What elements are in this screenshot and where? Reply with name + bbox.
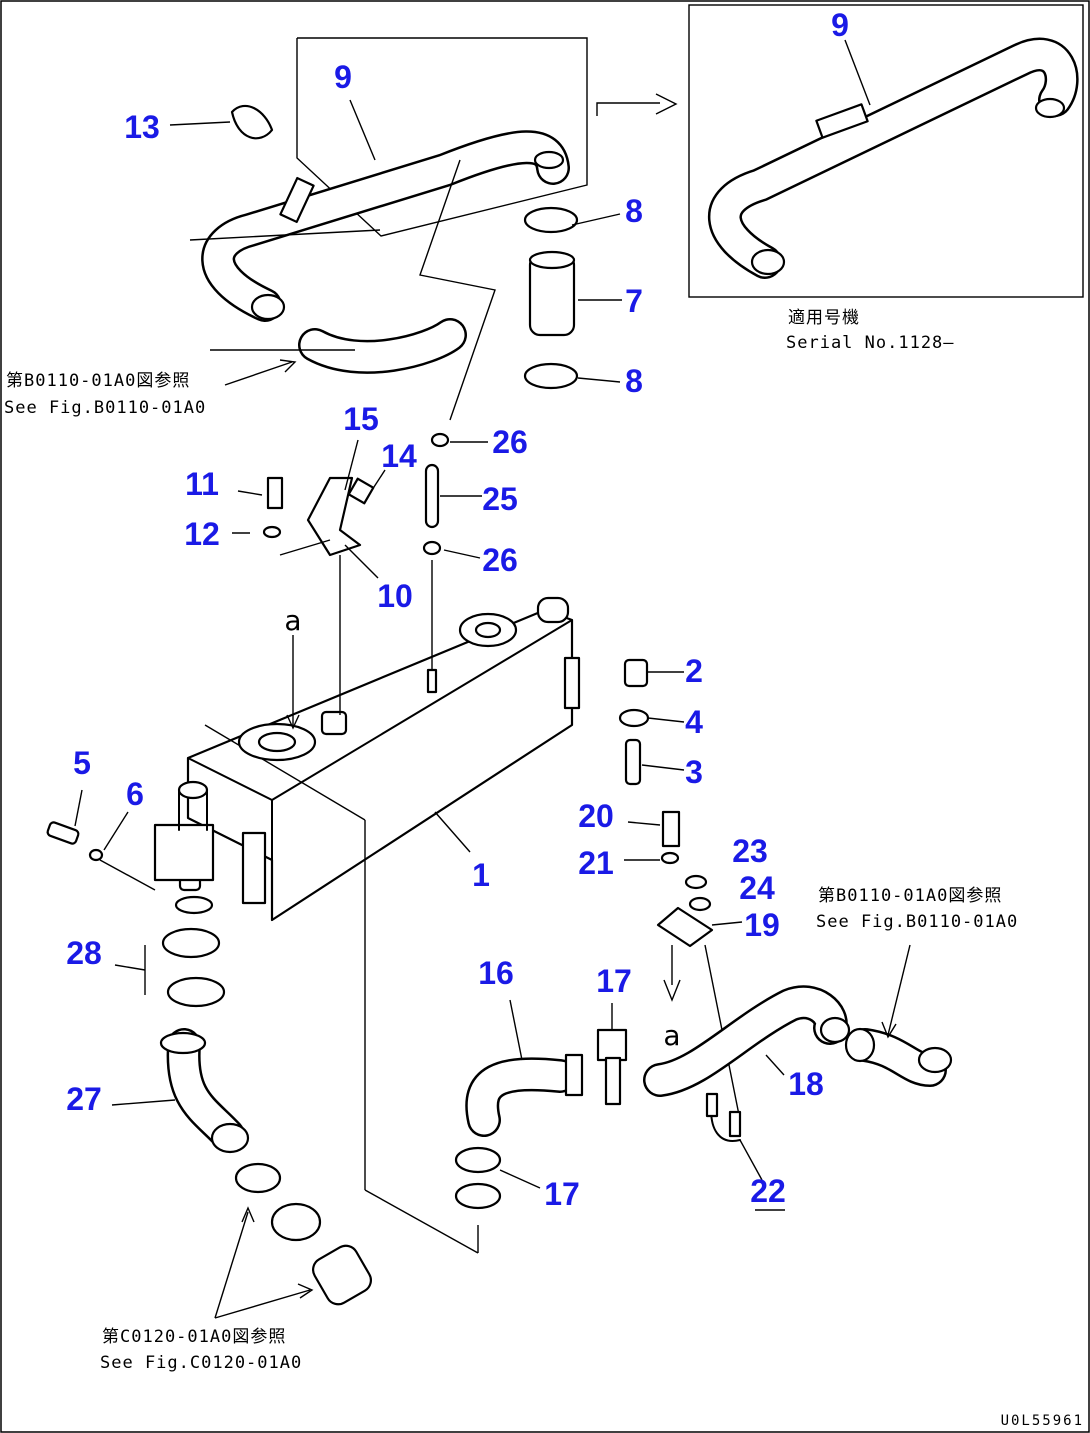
- serial-note-jp: 適用号機: [788, 308, 860, 328]
- drawing-code: U0L55961: [1001, 1413, 1084, 1429]
- ref-upper-jp: 第B0110-01A0図参照: [6, 371, 190, 391]
- leader-lines: [74, 39, 911, 1319]
- ref-lower-en: See Fig.C0120-01A0: [100, 1353, 302, 1373]
- clamps-28: [161, 927, 226, 1008]
- hose-7-and-clamps: [523, 206, 579, 390]
- callout-14: 14: [381, 438, 417, 474]
- radiator-tank: [153, 596, 581, 1254]
- inset-hose-9: [708, 37, 1079, 279]
- callout-22: 22: [750, 1173, 786, 1209]
- upper-hose-9: [189, 130, 570, 374]
- hose-18: [643, 985, 953, 1097]
- callout-26-upper: 26: [492, 424, 528, 460]
- callout-5: 5: [73, 745, 91, 781]
- callout-21: 21: [578, 845, 614, 881]
- callout-8-lower: 8: [625, 363, 643, 399]
- callout-4: 4: [685, 704, 703, 740]
- ref-upper-en: See Fig.B0110-01A0: [4, 398, 206, 418]
- ref-right-jp: 第B0110-01A0図参照: [818, 886, 1002, 906]
- drawing: [46, 4, 1084, 1319]
- callout-17-lower: 17: [544, 1176, 580, 1212]
- callout-9-upper: 9: [334, 59, 352, 95]
- inset-frame: [688, 4, 1084, 298]
- callout-6: 6: [126, 776, 144, 812]
- callout-16: 16: [478, 955, 514, 991]
- callout-17-upper: 17: [596, 963, 632, 999]
- clamp-13: [230, 104, 274, 140]
- callout-7: 7: [625, 283, 643, 319]
- hose-27: [159, 1028, 372, 1306]
- callout-9-inset: 9: [831, 7, 849, 43]
- cap-group-2-4-3: [618, 658, 650, 786]
- callout-23: 23: [732, 833, 768, 869]
- callout-13: 13: [124, 109, 160, 145]
- callout-12: 12: [184, 516, 220, 552]
- inset-arrowhead: [655, 93, 678, 115]
- callout-1: 1: [472, 857, 490, 893]
- tube-22: [705, 1092, 742, 1142]
- callout-numbers: 9 13 8 7 8 9 15 14 26 11 25 12 26 10 2 4…: [66, 7, 849, 1212]
- view-arrowhead-top: [286, 714, 300, 730]
- callout-11: 11: [185, 466, 219, 502]
- hose-16-and-clamps-17: [454, 1028, 628, 1210]
- bracket-10-group: [262, 476, 375, 715]
- detail-frame-upper: [296, 37, 588, 237]
- callout-27: 27: [66, 1081, 102, 1117]
- callout-19: 19: [744, 907, 780, 943]
- view-mark-bottom: a: [663, 1019, 680, 1052]
- tube-25-group: [419, 159, 496, 694]
- callout-28: 28: [66, 935, 102, 971]
- ref-right-en: See Fig.B0110-01A0: [816, 912, 1018, 932]
- callout-10: 10: [377, 578, 413, 614]
- callout-26-lower: 26: [482, 542, 518, 578]
- serial-note-en: Serial No.1128—: [786, 333, 955, 353]
- inset-arrow: [596, 102, 660, 116]
- callout-3: 3: [685, 754, 703, 790]
- callout-15: 15: [343, 401, 379, 437]
- view-mark-top: a: [284, 604, 301, 637]
- callout-24: 24: [739, 870, 775, 906]
- callout-2: 2: [685, 653, 703, 689]
- callout-25: 25: [482, 481, 518, 517]
- callout-20: 20: [578, 798, 614, 834]
- callout-8-upper: 8: [625, 193, 643, 229]
- callout-18: 18: [788, 1066, 824, 1102]
- bolt-5-6: [46, 821, 156, 891]
- notes: 適用号機 Serial No.1128— 第B0110-01A0図参照 See …: [4, 308, 1084, 1429]
- ref-lower-jp: 第C0120-01A0図参照: [102, 1327, 286, 1347]
